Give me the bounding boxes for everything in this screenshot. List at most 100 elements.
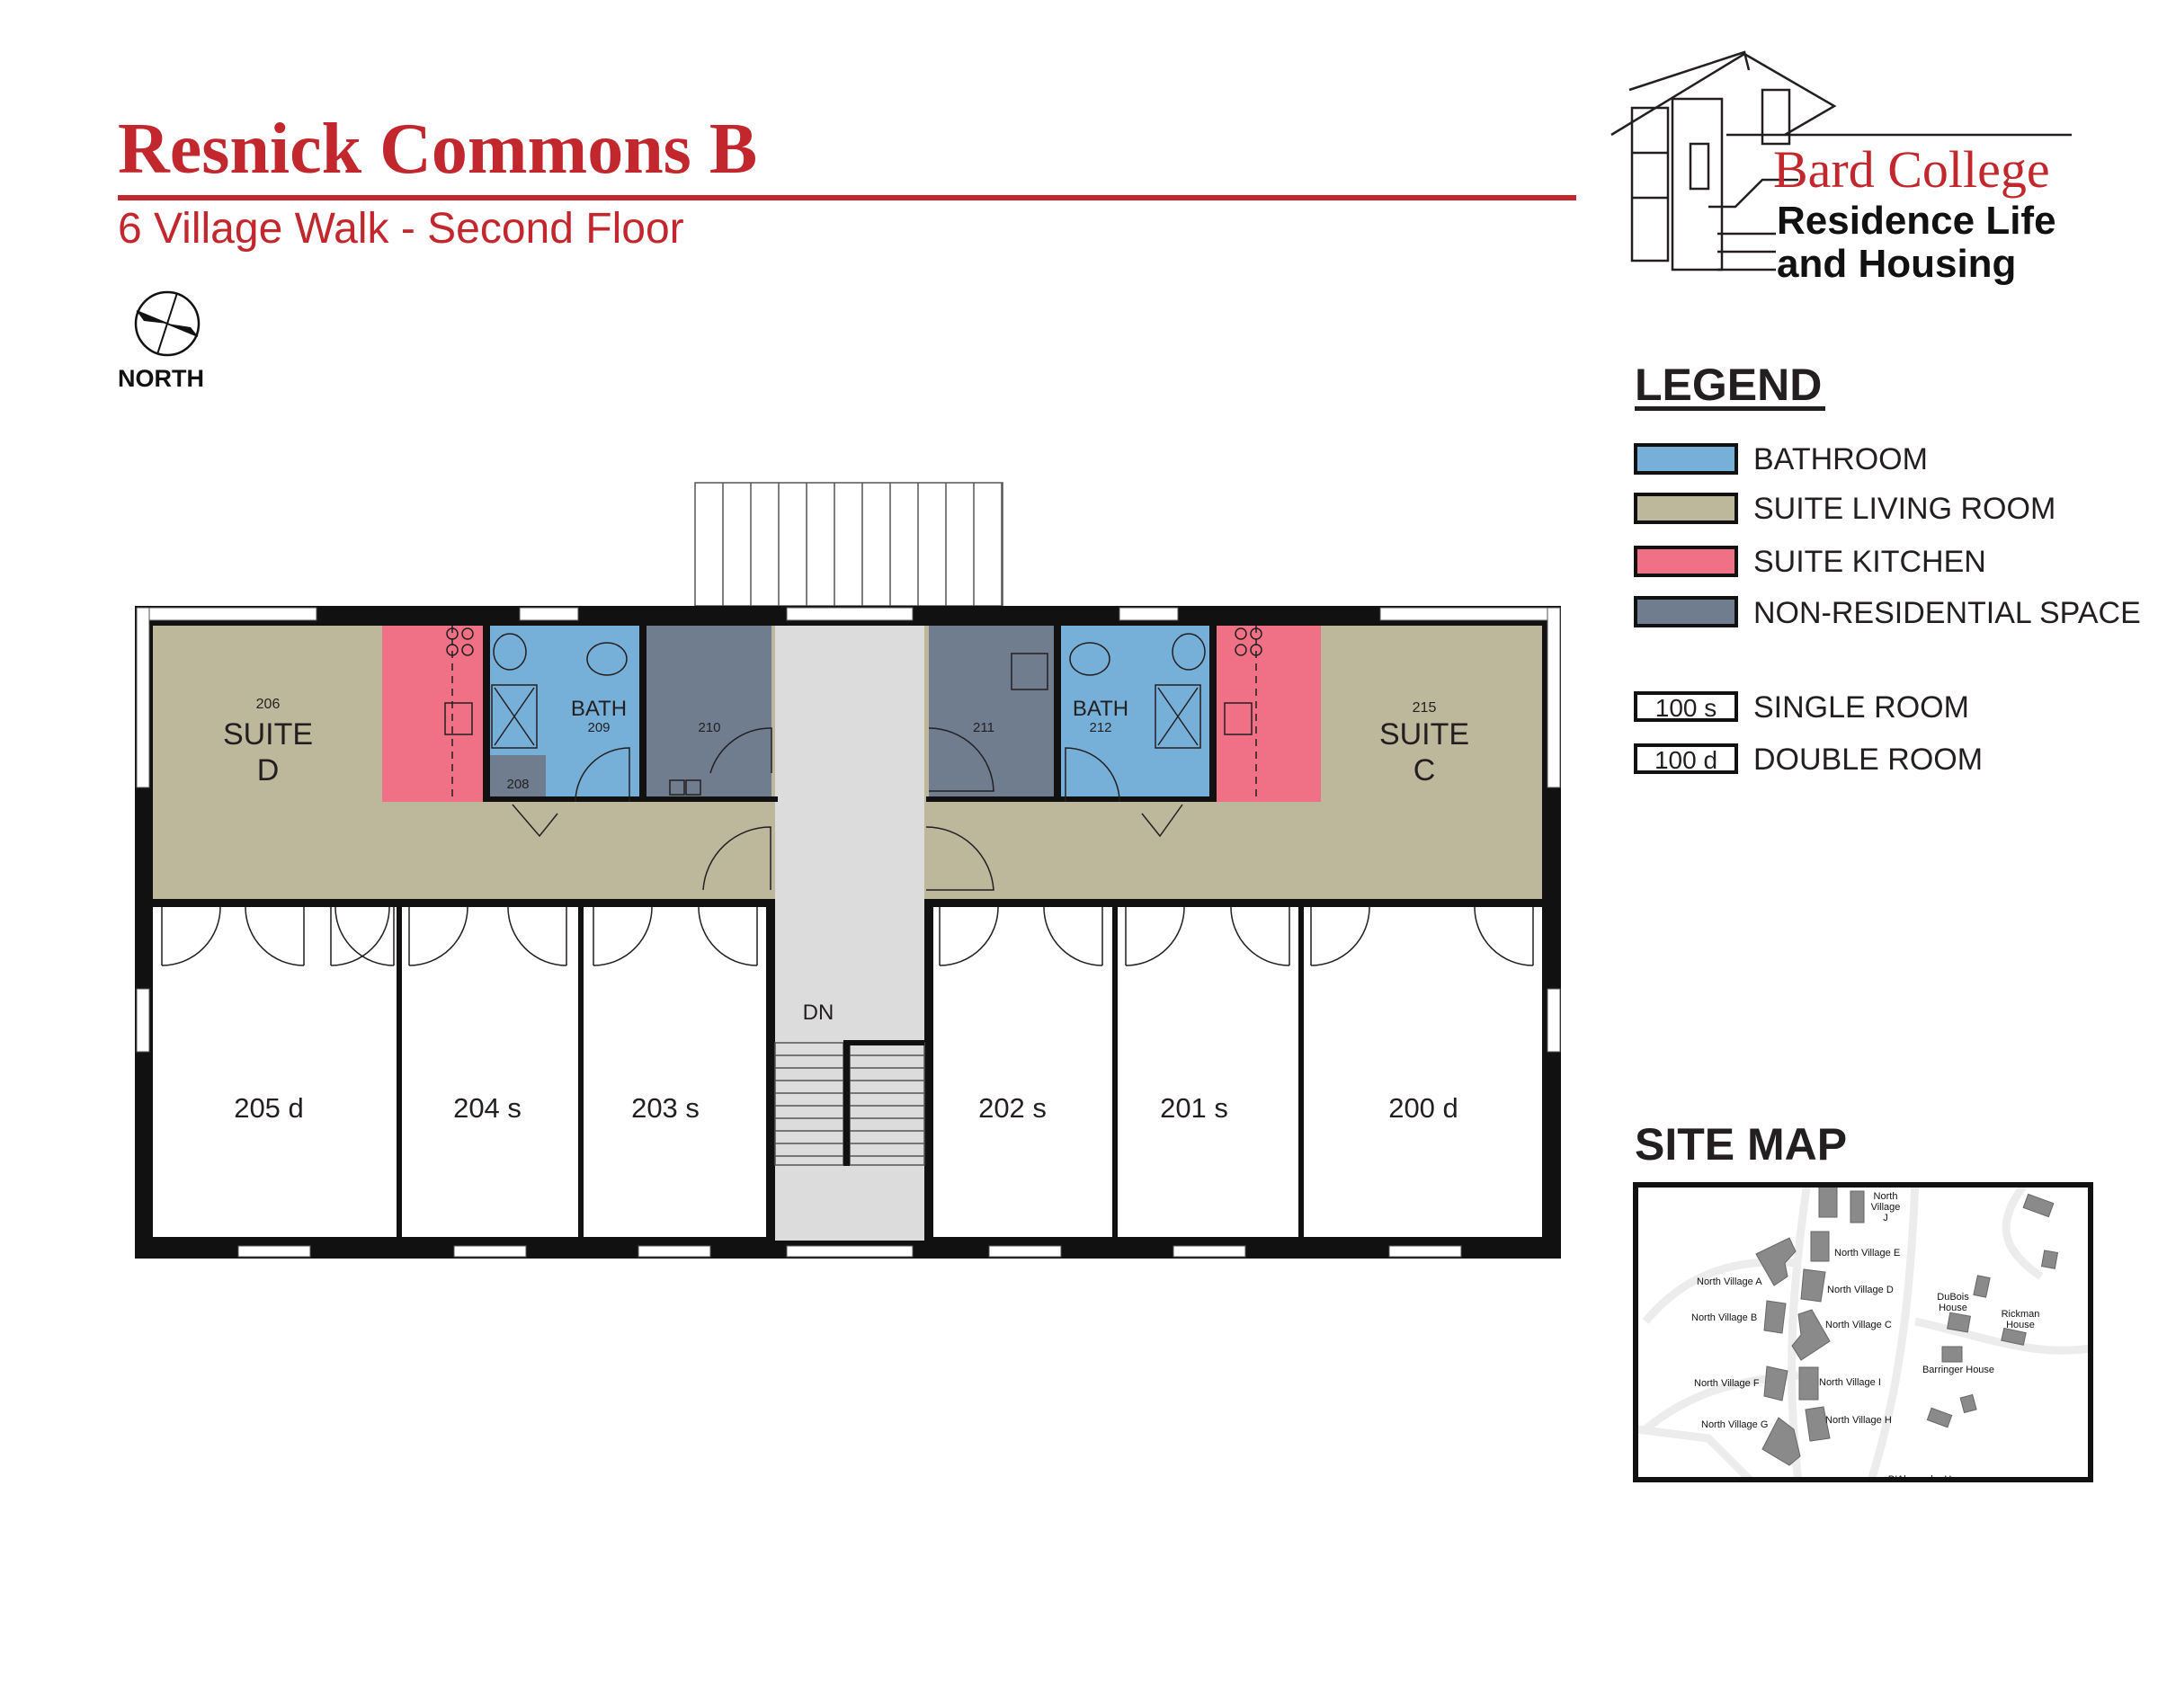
title-rule [118, 195, 1576, 200]
room-211-label: 211 [973, 720, 994, 735]
site-label: DuBois [1937, 1292, 1969, 1303]
door-swing [334, 906, 395, 966]
site-label: J [1883, 1213, 1888, 1223]
door-swing [1125, 906, 1185, 966]
north-arrow-icon [134, 290, 201, 357]
room-204-label: 204 s [453, 1092, 522, 1124]
legend-underline [1635, 406, 1825, 411]
site-label: North Village B [1691, 1312, 1757, 1323]
legend-label: SUITE LIVING ROOM [1753, 492, 2055, 526]
bard-logo [1610, 50, 2072, 271]
legend-item-bathroom: BATHROOM [1634, 442, 1928, 476]
page-title: Resnick Commons B [118, 110, 757, 189]
site-label: North Village C [1825, 1320, 1892, 1330]
legend-sample: 100 s [1655, 694, 1717, 722]
legend-label: NON-RESIDENTIAL SPACE [1753, 596, 2141, 630]
room-208-label: 208 [506, 777, 529, 792]
legend-item-single-room: 100 s SINGLE ROOM [1634, 690, 1969, 725]
site-label: Barringer House [1922, 1365, 1994, 1375]
stairs-down-label: DN [803, 1001, 834, 1025]
bath-209-number: 209 [587, 720, 610, 735]
site-label: North [1874, 1191, 1898, 1202]
room-205-label: 205 d [234, 1092, 304, 1124]
legend-label: SUITE KITCHEN [1753, 545, 1986, 579]
site-label: North Village E [1834, 1248, 1900, 1259]
bath-212 [1061, 626, 1209, 802]
bath-209-label: BATH [571, 697, 627, 721]
room-210 [647, 626, 771, 802]
door-swing [507, 906, 567, 966]
suite-c-number: 215 [1413, 700, 1437, 716]
site-label: North Village H [1825, 1415, 1892, 1426]
site-label: Rickman [2002, 1309, 2040, 1320]
door-swing [408, 906, 468, 966]
legend-swatch [1634, 596, 1738, 627]
site-label: North Village F [1694, 1378, 1760, 1389]
door-swing [161, 906, 221, 966]
fixtures [444, 626, 1262, 891]
legend-swatch [1634, 493, 1738, 524]
door-swing [245, 906, 305, 966]
closet-208 [490, 755, 546, 802]
room-210-label: 210 [698, 720, 720, 735]
suite-d-label: SUITE [223, 717, 313, 752]
exterior-stair [694, 482, 1003, 607]
site-map-title: SITE MAP [1635, 1119, 1847, 1170]
floor-plan: 206 SUITE D 215 SUITE C BATH 209 BATH 21… [135, 482, 1561, 1259]
kitchen-suite-d [382, 626, 483, 802]
door-swing [698, 906, 758, 966]
page-subtitle: 6 Village Walk - Second Floor [118, 205, 684, 253]
door-swing [330, 906, 390, 966]
door-swing [1230, 906, 1290, 966]
site-label: House [2006, 1320, 2035, 1330]
room-200-label: 200 d [1388, 1092, 1458, 1124]
legend-swatch [1634, 443, 1738, 475]
site-label: North Village I [1819, 1377, 1881, 1388]
site-map-buildings [1755, 1186, 2059, 1466]
logo-and-housing: and Housing [1777, 242, 2016, 286]
room-203 [584, 907, 766, 1237]
door-swing [939, 906, 999, 966]
legend-sample: 100 d [1654, 746, 1717, 774]
suite-c-letter: C [1413, 753, 1436, 787]
site-label: North Village D [1827, 1285, 1894, 1295]
door-swing [1474, 906, 1534, 966]
suite-d-number: 206 [256, 697, 281, 712]
windows [136, 607, 1561, 1258]
logo-residence-life: Residence Life [1777, 199, 2056, 243]
room-202-label: 202 s [978, 1092, 1047, 1124]
bath-212-number: 212 [1089, 720, 1111, 735]
site-label: D'Alexander House [1888, 1474, 1973, 1485]
room-205 [153, 907, 397, 1237]
door-swing [1310, 906, 1370, 966]
room-203-label: 203 s [631, 1092, 700, 1124]
kitchen-suite-c [1217, 626, 1321, 802]
north-label: NORTH [118, 365, 204, 392]
legend-sample-box [1634, 691, 1738, 722]
door-swing [593, 906, 653, 966]
bath-212-label: BATH [1073, 697, 1128, 721]
site-map-labels: North Village J North Village E North Vi… [1691, 1191, 2040, 1485]
site-label: Village [1871, 1202, 1901, 1213]
interior-stair [774, 1042, 925, 1166]
legend-sample-box [1634, 743, 1738, 774]
logo-bard-college: Bard College [1773, 140, 2050, 199]
room-211 [929, 626, 1054, 802]
suite-d-letter: D [257, 753, 280, 787]
suite-c-label: SUITE [1379, 717, 1469, 752]
site-map[interactable]: North Village J North Village E North Vi… [1633, 1182, 2093, 1485]
site-label: North Village A [1697, 1277, 1762, 1287]
legend-label: DOUBLE ROOM [1753, 743, 1983, 777]
legend-item-living-room: SUITE LIVING ROOM [1634, 492, 2055, 526]
legend-item-double-room: 100 d DOUBLE ROOM [1634, 743, 1983, 777]
legend-label: BATHROOM [1753, 442, 1928, 476]
room-201-label: 201 s [1160, 1092, 1228, 1124]
site-map-border [1633, 1182, 2093, 1482]
site-label: North Village G [1701, 1419, 1768, 1430]
site-label: House [1939, 1303, 1967, 1313]
room-202 [933, 907, 1112, 1237]
room-201 [1118, 907, 1298, 1237]
room-200 [1304, 907, 1542, 1237]
legend-item-nonresidential: NON-RESIDENTIAL SPACE [1634, 596, 2141, 630]
